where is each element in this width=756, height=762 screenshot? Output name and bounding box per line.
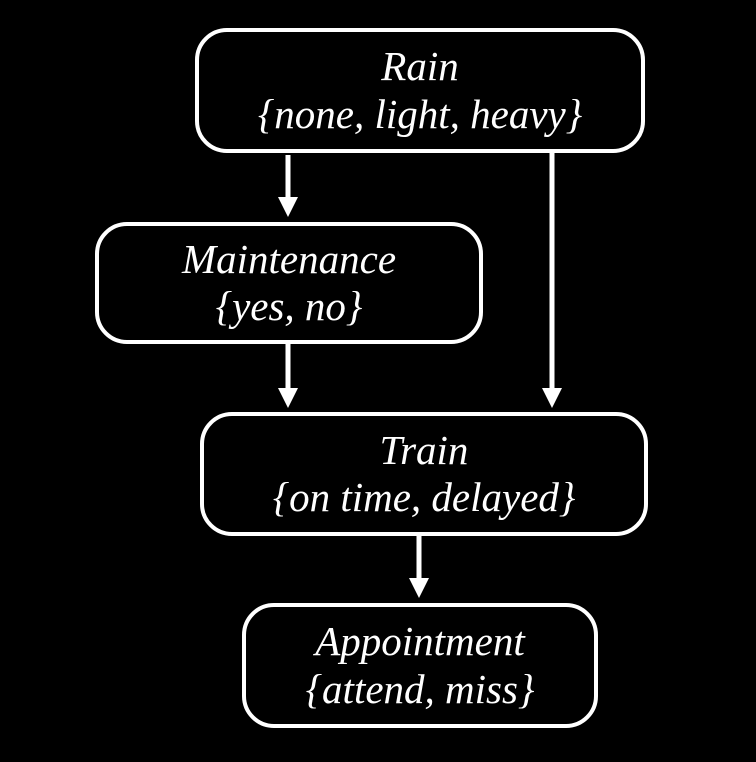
node-maintenance-values: {yes, no} [215,283,363,329]
arrowhead-icon [542,388,562,408]
node-rain: Rain {none, light, heavy} [195,28,645,153]
node-rain-values: {none, light, heavy} [257,90,583,137]
node-maintenance: Maintenance {yes, no} [95,222,483,344]
edge-maintenance-to-train [278,344,298,408]
node-appointment-title: Appointment [315,618,525,665]
arrowhead-icon [409,578,429,598]
node-train-values: {on time, delayed} [272,474,576,520]
node-train: Train {on time, delayed} [200,412,648,536]
edge-rain-to-train [542,152,562,408]
arrowhead-icon [278,388,298,408]
edge-rain-to-maintenance [278,155,298,217]
node-rain-title: Rain [381,43,459,90]
node-appointment: Appointment {attend, miss} [242,603,598,728]
node-train-title: Train [379,426,469,473]
node-appointment-values: {attend, miss} [305,665,535,712]
arrowhead-icon [278,197,298,217]
edge-train-to-appointment [409,536,429,598]
node-maintenance-title: Maintenance [181,235,397,282]
